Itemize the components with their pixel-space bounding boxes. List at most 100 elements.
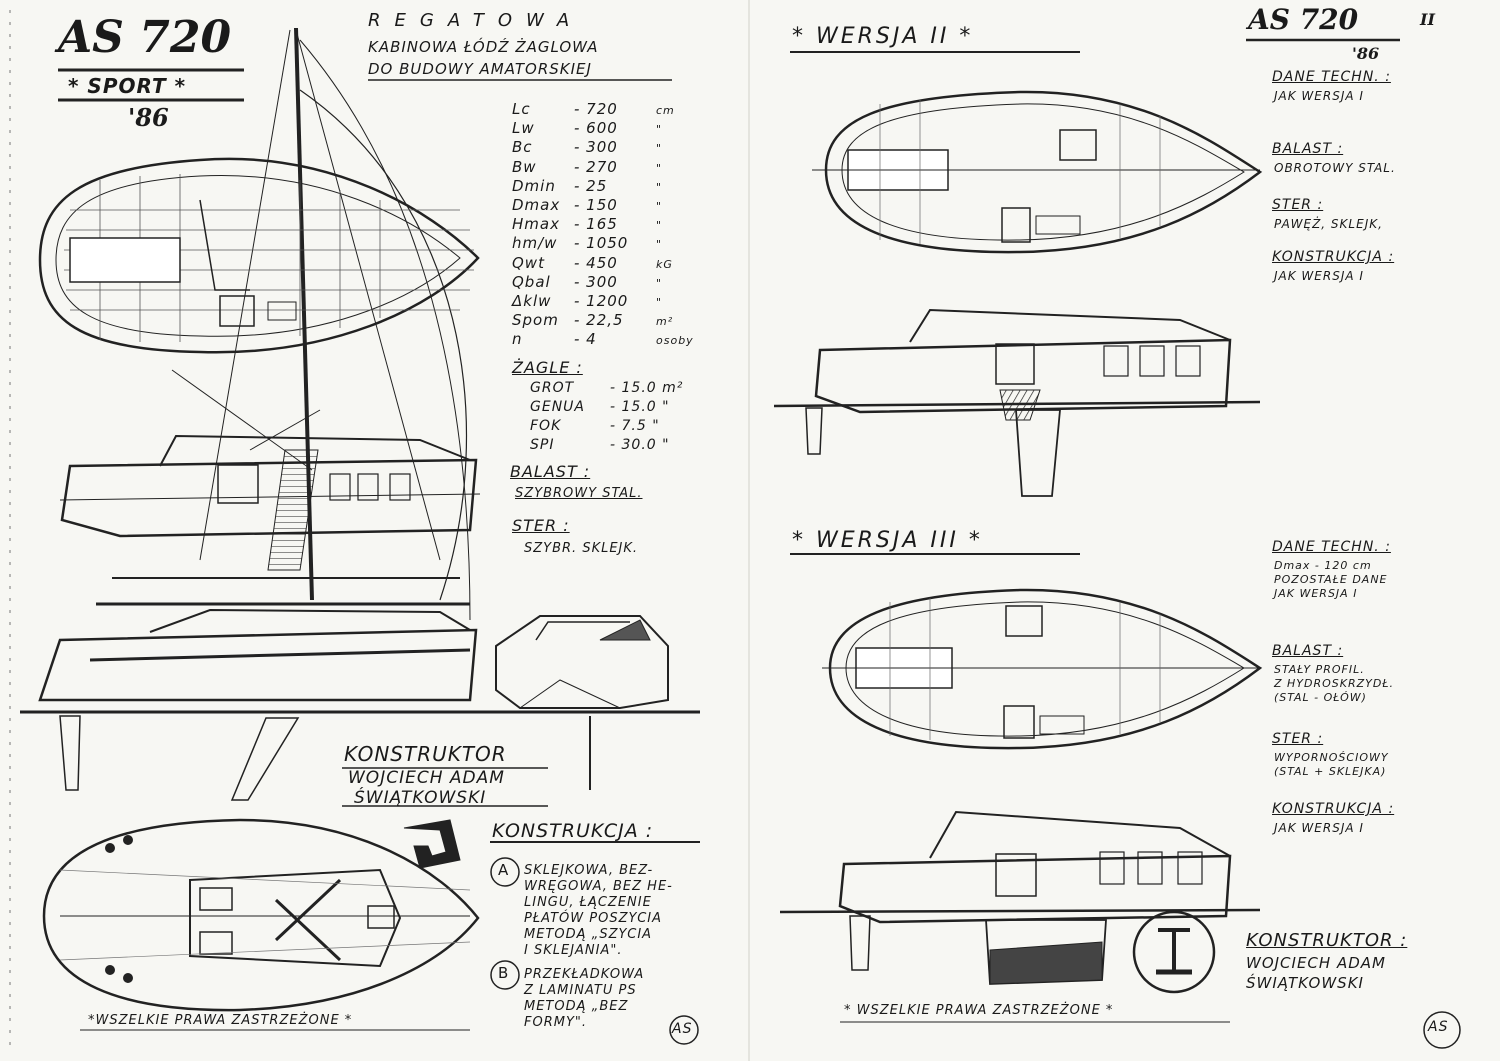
spec-value: - 1200: [574, 292, 629, 310]
spec-symbol: Dmin: [512, 176, 556, 195]
right-logo: AS 720: [1248, 3, 1359, 36]
construction-line: METODĄ „SZYCIA: [524, 927, 653, 942]
spec-row: n - 4 osoby: [512, 330, 694, 348]
sail-name: GROT: [530, 380, 575, 396]
spec-value: - 25: [574, 176, 608, 195]
note-title: STER :: [1272, 731, 1324, 747]
heading-line2: KABINOWA ŁÓDŹ ŻAGLOWA: [368, 38, 599, 56]
spec-symbol: Bw: [512, 157, 537, 176]
right-drawings: [773, 38, 1461, 1049]
right-signature: AS: [1428, 1019, 1449, 1035]
note-line: Dmax - 120 cm: [1274, 559, 1372, 572]
right-page: * WERSJA II * AS 720 II '86 DANE TECHN. …: [760, 0, 1500, 1061]
spec-value: - 300: [574, 138, 618, 157]
spec-value: - 600: [574, 119, 618, 138]
hull-section-view: [495, 615, 669, 709]
construction-line: LINGU, ŁĄCZENIE: [524, 895, 652, 910]
note-line: (STAL + SKLEJKA): [1274, 765, 1387, 778]
sail-value: - 15.0 m²: [610, 380, 684, 396]
hull-side-view: [59, 434, 481, 571]
spec-symbol: Spom: [512, 311, 559, 330]
right-logo-suffix: II: [1420, 10, 1435, 29]
note-line: (STAL - OŁÓW): [1274, 691, 1367, 704]
spec-row: Qbal- 300": [512, 273, 662, 291]
sail-name: GENUA: [530, 399, 585, 415]
right-year: '86: [1352, 44, 1380, 63]
hull-plan-view: [38, 157, 480, 354]
construction-line: Z LAMINATU PS: [524, 983, 637, 998]
ballast-title: BALAST :: [510, 462, 591, 481]
note-line: Z HYDROSKRZYDŁ.: [1274, 677, 1395, 690]
note-title: DANE TECHN. :: [1272, 539, 1391, 555]
note-title: KONSTRUKCJA :: [1272, 249, 1395, 265]
spec-value: - 1050: [574, 234, 629, 253]
section-mark: [1132, 910, 1216, 994]
right-designer-line1: WOJCIECH ADAM: [1246, 954, 1386, 972]
spec-unit: cm: [656, 104, 675, 117]
heading-line1: REGATOWA: [368, 10, 584, 31]
right-designer-title: KONSTRUKTOR :: [1246, 930, 1408, 951]
construction-line: PRZEKŁADKOWA: [524, 967, 645, 982]
v2-side-view: [773, 308, 1261, 497]
left-drawings: [9, 10, 700, 1050]
heading-line3: DO BUDOWY AMATORSKIEJ: [368, 60, 592, 78]
sail-row: FOK - 7.5 ": [530, 418, 660, 434]
note-line: PAWĘŻ, SKLEJK,: [1274, 217, 1383, 231]
logo-title: AS 720: [58, 12, 232, 63]
spec-symbol: hm/w: [512, 234, 558, 253]
spec-value: - 4: [574, 330, 597, 349]
sail-row: GENUA- 15.0 ": [530, 399, 670, 415]
spec-unit: ": [656, 180, 663, 194]
note-line: POZOSTAŁE DANE: [1274, 573, 1388, 586]
spec-value: - 450: [574, 253, 618, 272]
spec-symbol: Lc: [512, 100, 531, 118]
spec-unit: ": [656, 123, 663, 137]
spec-unit: ": [656, 276, 663, 290]
designer-name-line2: ŚWIĄTKOWSKI: [354, 788, 487, 808]
spec-row: Δklw - 1200 ": [512, 292, 662, 310]
sail-row: GROT - 15.0 m²: [530, 380, 683, 396]
version2-title: * WERSJA II *: [792, 24, 974, 49]
spec-symbol: Lw: [512, 119, 535, 138]
spec-symbol: Hmax: [512, 215, 560, 234]
spec-value: - 270: [574, 157, 618, 176]
rudder-text: SZYBR. SKLEJK.: [524, 541, 639, 556]
spec-unit: m²: [656, 315, 674, 329]
spec-unit: ": [656, 296, 663, 309]
sail-value: - 7.5 ": [610, 418, 660, 434]
spec-value: - 300: [574, 272, 618, 291]
note-line: OBROTOWY STAL.: [1274, 161, 1396, 175]
version3-title: * WERSJA III *: [792, 528, 983, 553]
construction-option-b-letter: B: [498, 964, 510, 982]
spec-symbol: n: [512, 330, 523, 349]
class-logo-j: [403, 819, 461, 869]
construction-line: PŁATÓW POSZYCIA: [524, 911, 662, 926]
v3-side-view: [779, 810, 1261, 985]
spec-row: Bw- 270": [512, 158, 662, 176]
spec-value: - 22,5: [574, 311, 624, 330]
spec-row: Bc- 300": [512, 138, 662, 156]
construction-line: WRĘGOWA, BEZ HE-: [524, 879, 673, 894]
year-label: '86: [128, 103, 169, 132]
construction-option-a-letter: A: [498, 861, 510, 879]
spec-unit: osoby: [656, 334, 694, 348]
spec-value: - 165: [574, 215, 618, 234]
hull-profile-view: [20, 577, 700, 801]
designer-title: KONSTRUKTOR: [344, 742, 507, 766]
note-line: JAK WERSJA I: [1274, 89, 1364, 103]
sails-title: ŻAGLE :: [512, 358, 583, 377]
spec-unit: ": [656, 200, 663, 213]
note-line: JAK WERSJA I: [1274, 269, 1364, 283]
spec-row: Lw - 600 ": [512, 119, 662, 137]
note-line: JAK WERSJA I: [1274, 587, 1358, 600]
note-title: KONSTRUKCJA :: [1272, 801, 1395, 817]
sail-name: FOK: [530, 418, 562, 434]
right-designer-line2: ŚWIĄTKOWSKI: [1246, 974, 1364, 992]
logo-rules: [58, 68, 244, 102]
note-title: BALAST :: [1272, 141, 1344, 157]
v3-plan-view: [822, 588, 1263, 750]
spec-symbol: Δklw: [512, 292, 552, 310]
spec-unit: ": [656, 219, 663, 233]
sail-value: - 30.0 ": [610, 437, 670, 453]
